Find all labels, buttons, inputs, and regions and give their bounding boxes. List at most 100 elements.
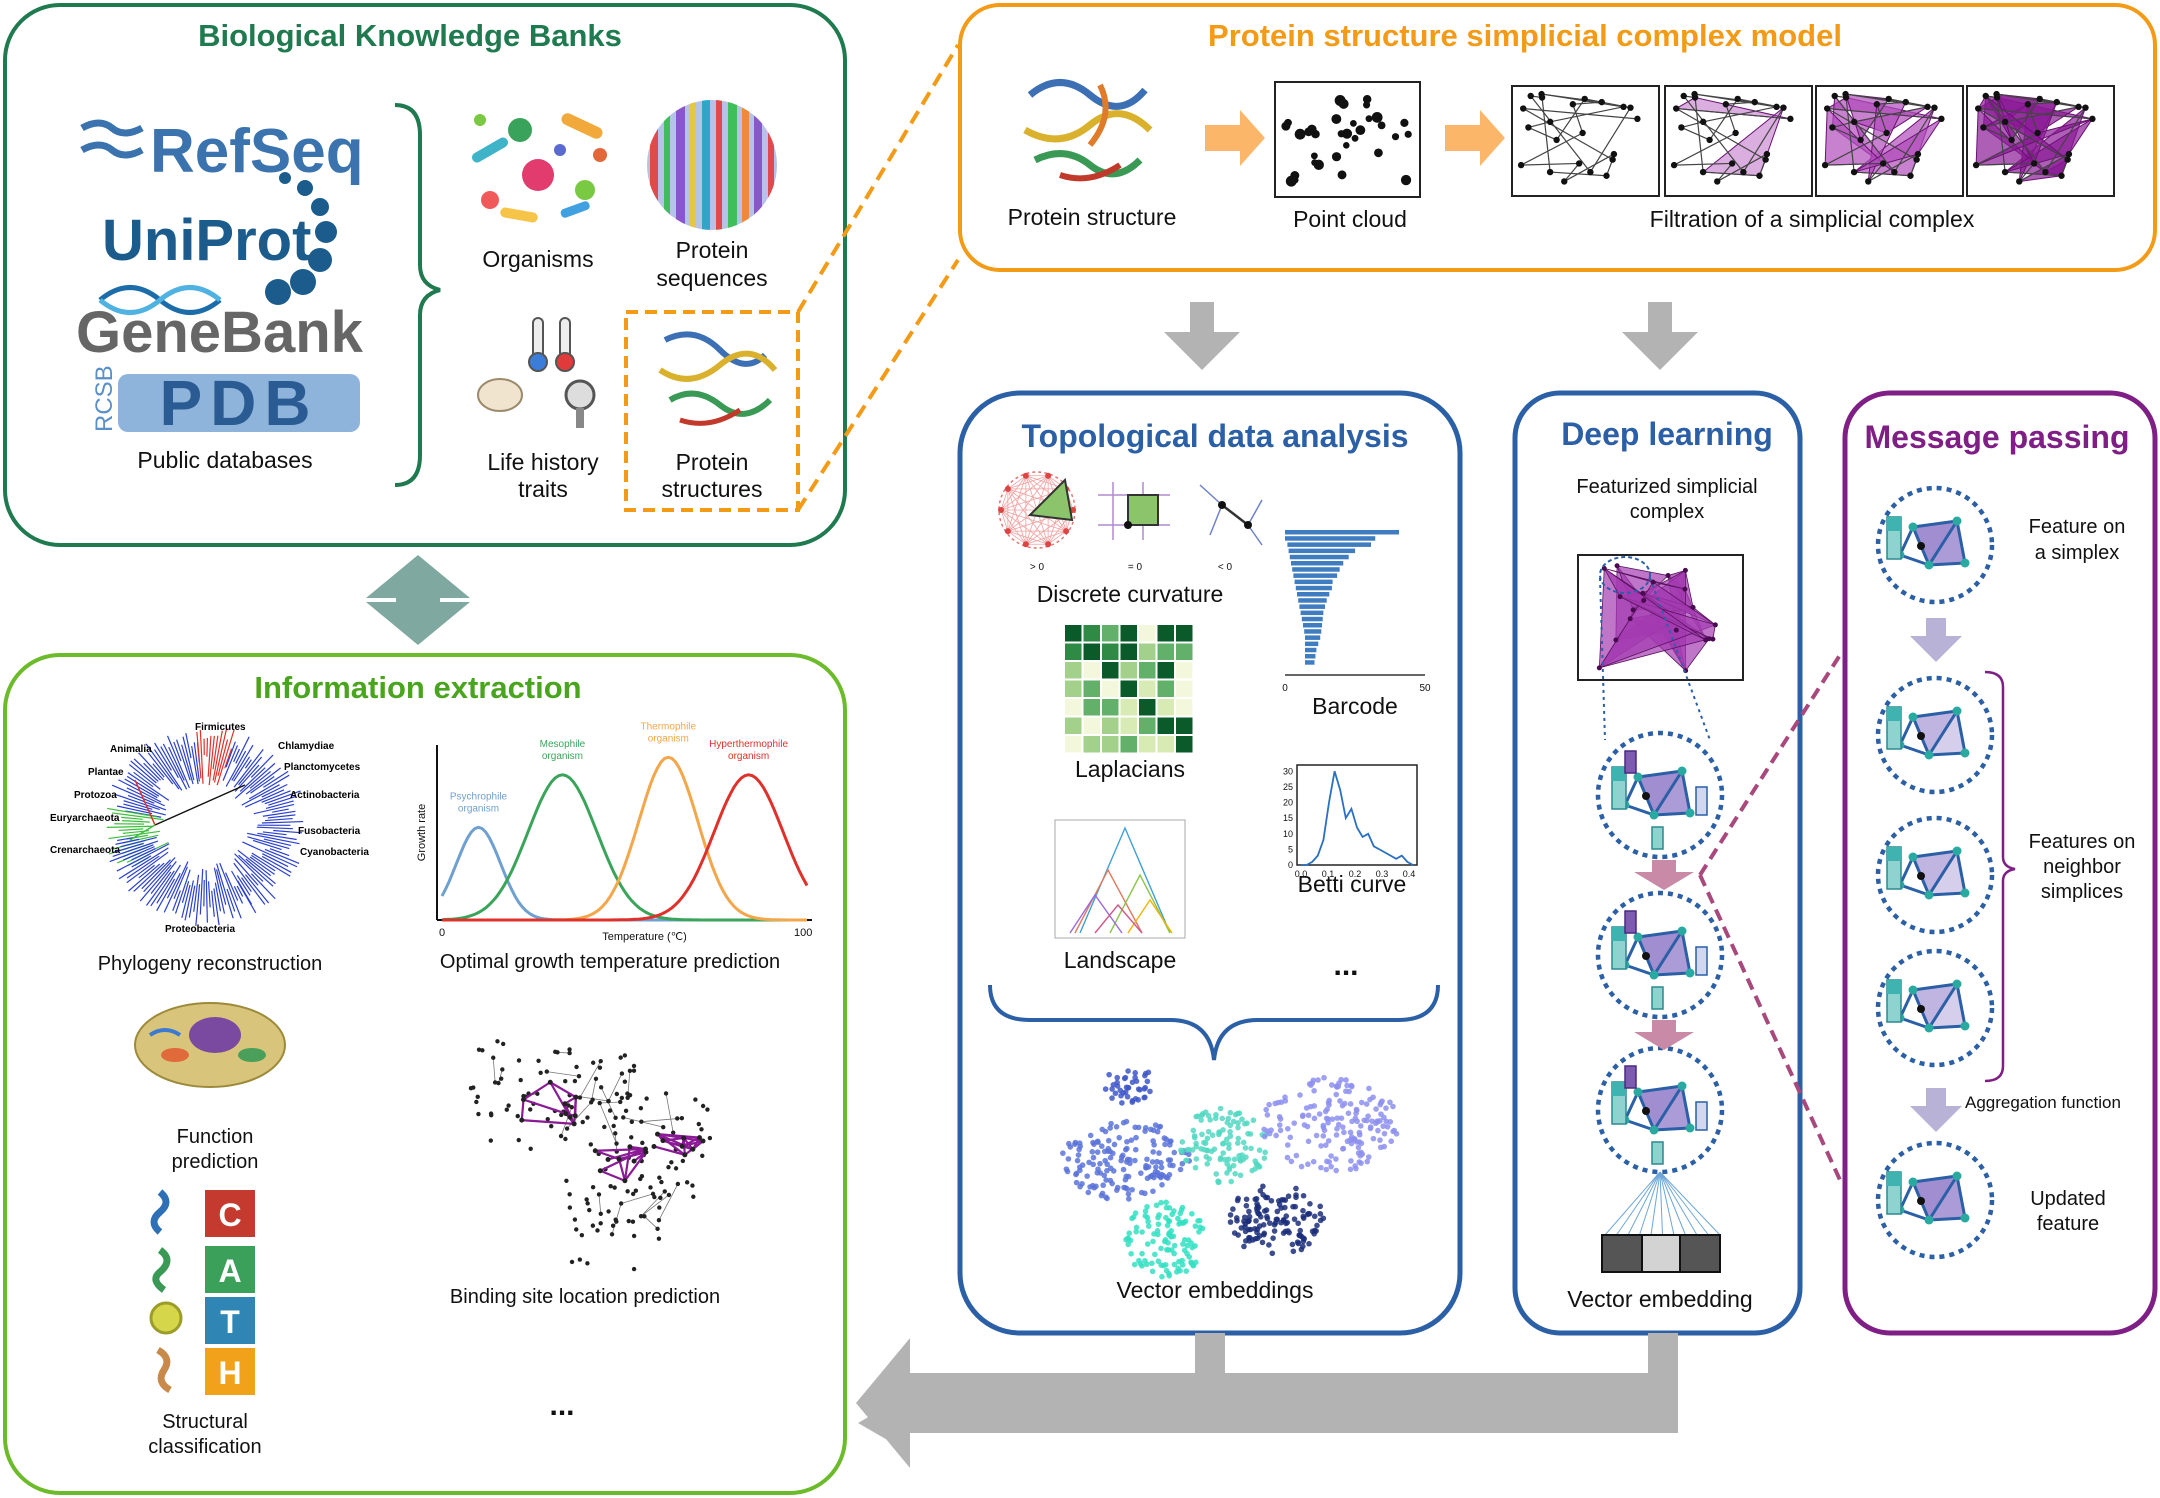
embedding-point	[1334, 1083, 1340, 1089]
embedding-point	[1189, 1211, 1195, 1217]
embedding-point	[1224, 1136, 1230, 1142]
embedding-point	[1311, 1088, 1317, 1094]
embedding-point	[1073, 1172, 1079, 1178]
filtration-vertex	[1691, 91, 1697, 97]
binding-node	[549, 1124, 553, 1128]
embedding-point	[1371, 1136, 1377, 1142]
embedding-point	[1333, 1156, 1339, 1162]
function-label-2: prediction	[172, 1151, 259, 1173]
laplacian-cell	[1158, 681, 1175, 698]
embedding-point	[1146, 1069, 1152, 1075]
simplex-edge	[1654, 973, 1690, 975]
embedding-point	[1137, 1087, 1143, 1093]
embedding-point	[1172, 1262, 1178, 1268]
filtration-vertex	[2025, 101, 2031, 107]
tda-ellipsis: ...	[1333, 949, 1358, 982]
embedding-point	[1323, 1167, 1329, 1173]
simplex-edge	[1929, 753, 1965, 755]
feature-on-label-2: a simplex	[2035, 542, 2119, 564]
feature-vector-top	[1625, 751, 1636, 773]
point-cloud-dot	[1338, 170, 1347, 179]
featurized-vertex	[1613, 637, 1618, 642]
point-cloud-dot	[1343, 142, 1350, 149]
embedding-point	[1103, 1086, 1109, 1092]
binding-node	[614, 1141, 618, 1145]
embedding-point	[1126, 1191, 1132, 1197]
structural-label-1: Structural	[162, 1411, 248, 1433]
embedding-point	[1216, 1180, 1222, 1186]
embedding-point	[1139, 1229, 1145, 1235]
embedding-point	[1377, 1137, 1383, 1143]
embedding-point	[1266, 1242, 1272, 1248]
embedding-point	[1179, 1258, 1185, 1264]
binding-node	[623, 1080, 627, 1084]
embedding-point	[1230, 1206, 1236, 1212]
filtration-frames	[1512, 86, 2114, 196]
point-cloud-dot	[1378, 122, 1386, 130]
tree-label-fusobacteria: Fusobacteria	[298, 826, 361, 837]
embedding-point	[1170, 1163, 1176, 1169]
banks-brace	[395, 105, 440, 485]
tree-label-cyanobacteria: Cyanobacteria	[300, 847, 369, 858]
binding-site-node	[680, 1144, 685, 1149]
embedding-point	[1267, 1220, 1273, 1226]
dl-arrow-2	[1634, 1020, 1694, 1050]
tree-branch	[186, 733, 191, 758]
filtration-vertex	[1611, 151, 1617, 157]
filtration-vertex	[1627, 104, 1633, 110]
embedding-point	[1074, 1180, 1080, 1186]
mp-updated-circle	[1878, 1143, 1992, 1257]
fan-line	[1617, 1172, 1661, 1235]
protein-structure-illustration	[1025, 83, 1150, 179]
binding-node	[632, 1267, 636, 1271]
laplacian-cell	[1102, 699, 1119, 716]
mp-arrow-2	[1910, 1088, 1962, 1132]
embedding-point	[1101, 1173, 1107, 1179]
laplacian-cell	[1176, 625, 1193, 642]
embedding-point	[1228, 1179, 1234, 1185]
embedding-cell-2	[1642, 1235, 1680, 1272]
tree-label-proteobacteria: Proteobacteria	[165, 924, 235, 935]
binding-node	[674, 1166, 678, 1170]
embedding-point	[1241, 1244, 1247, 1250]
embedding-point	[1090, 1162, 1096, 1168]
laplacian-cell	[1158, 718, 1175, 735]
embedding-point	[1206, 1156, 1212, 1162]
binding-node	[697, 1122, 701, 1126]
filtration-vertex	[1525, 124, 1531, 130]
binding-node	[675, 1116, 679, 1120]
embedding-point	[1321, 1215, 1327, 1221]
featurized-vertex	[1631, 607, 1636, 612]
embedding-point	[1133, 1147, 1139, 1153]
embedding-point	[1119, 1100, 1125, 1106]
protein-sequences-label-2: sequences	[656, 265, 767, 291]
filtration-vertex	[1842, 91, 1848, 97]
filtration-vertex	[1609, 156, 1615, 162]
filtration-vertex	[1700, 169, 1706, 175]
embedding-point	[1145, 1079, 1151, 1085]
filtration-vertex	[1673, 105, 1679, 111]
binding-node	[559, 1134, 563, 1138]
point-cloud-dot	[1295, 129, 1306, 140]
filtration-vertex	[1903, 99, 1909, 105]
barcode-bar	[1293, 573, 1337, 578]
embedding-point	[1383, 1105, 1389, 1111]
binding-node	[578, 1257, 582, 1261]
point-cloud-dot	[1405, 131, 1412, 138]
filtration-vertex	[1851, 119, 1857, 125]
point-cloud-dot	[1392, 133, 1399, 140]
embedding-point	[1156, 1150, 1162, 1156]
simplex-edge	[1654, 813, 1690, 815]
embedding-point	[1251, 1117, 1257, 1123]
laplacian-cell	[1065, 681, 1082, 698]
laplacian-cell	[1158, 736, 1175, 753]
laplacian-cell	[1121, 662, 1138, 679]
binding-node	[519, 1078, 523, 1082]
embedding-point	[1166, 1230, 1172, 1236]
binding-node	[591, 1223, 595, 1227]
simplex-edge	[1929, 1026, 1965, 1028]
curvature-vertex	[1063, 528, 1069, 534]
embedding-point	[1266, 1102, 1272, 1108]
embedding-point	[1243, 1154, 1249, 1160]
embedding-point	[1338, 1077, 1344, 1083]
